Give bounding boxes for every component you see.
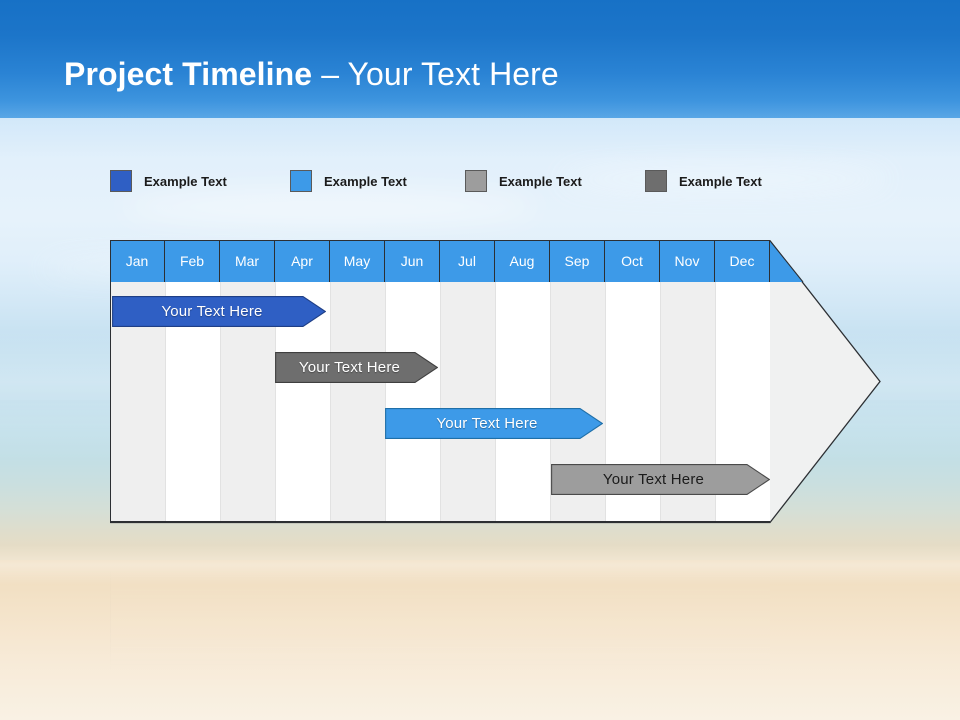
month-column-jan (110, 240, 165, 522)
page-title-strong: Project Timeline (64, 56, 313, 92)
task-bar-1[interactable]: Your Text Here (112, 296, 326, 327)
timeline-grid: Jan Feb Mar Apr May Jun Jul Aug Sep Oct (110, 240, 770, 523)
grid-left-border (110, 240, 111, 522)
legend-swatch-icon (465, 170, 487, 192)
month-header-label: Apr (291, 253, 313, 269)
legend-item[interactable]: Example Text (110, 168, 227, 194)
column-separator (330, 282, 331, 522)
task-bar-label: Your Text Here (298, 359, 401, 376)
title-banner (0, 0, 960, 118)
column-separator (605, 282, 606, 522)
month-header-aug[interactable]: Aug (495, 240, 550, 282)
task-bar-2[interactable]: Your Text Here (275, 352, 438, 383)
legend: Example Text Example Text Example Text E… (110, 168, 830, 196)
month-header-label: Dec (729, 253, 755, 269)
column-separator (550, 282, 551, 522)
month-header-nov[interactable]: Nov (660, 240, 715, 282)
month-header-label: Nov (674, 253, 700, 269)
month-column-mar (220, 240, 275, 522)
legend-item-label: Example Text (499, 173, 582, 189)
month-header-jul[interactable]: Jul (440, 240, 495, 282)
page-title: Project Timeline – Your Text Here (64, 58, 559, 90)
task-bar-label: Your Text Here (602, 471, 705, 488)
month-header-dec[interactable]: Dec (715, 240, 770, 282)
month-header-feb[interactable]: Feb (165, 240, 220, 282)
month-column-aug (495, 240, 550, 522)
month-column-jul (440, 240, 495, 522)
month-header-label: Aug (509, 253, 535, 269)
month-header-label: Jun (400, 253, 424, 269)
background-sand (0, 560, 960, 720)
legend-item[interactable]: Example Text (290, 168, 407, 194)
month-header-label: May (343, 253, 371, 269)
month-header-mar[interactable]: Mar (220, 240, 275, 282)
month-header-label: Jan (125, 253, 149, 269)
column-separator (275, 282, 276, 522)
month-header-jun[interactable]: Jun (385, 240, 440, 282)
column-separator (385, 282, 386, 522)
month-header-label: Jul (458, 253, 476, 269)
month-header-label: Sep (564, 253, 590, 269)
task-bar-label: Your Text Here (436, 415, 538, 432)
legend-swatch-icon (290, 170, 312, 192)
grid-top-border (110, 240, 770, 241)
task-bar-3[interactable]: Your Text Here (385, 408, 603, 439)
month-header-apr[interactable]: Apr (275, 240, 330, 282)
column-separator (715, 282, 716, 522)
legend-item[interactable]: Example Text (465, 168, 582, 194)
month-header-jan[interactable]: Jan (110, 240, 165, 282)
legend-item[interactable]: Example Text (645, 168, 762, 194)
task-bar-4[interactable]: Your Text Here (551, 464, 770, 495)
column-separator (220, 282, 221, 522)
column-separator (440, 282, 441, 522)
grid-bottom-border (110, 521, 770, 523)
column-separator (165, 282, 166, 522)
month-header-label: Mar (234, 253, 260, 269)
month-header-label: Feb (179, 253, 205, 269)
month-column-feb (165, 240, 220, 522)
legend-item-label: Example Text (144, 173, 227, 189)
column-separator (660, 282, 661, 522)
legend-item-label: Example Text (324, 173, 407, 189)
legend-swatch-icon (645, 170, 667, 192)
page-title-light: – Your Text Here (312, 56, 559, 92)
column-separator (495, 282, 496, 522)
legend-swatch-icon (110, 170, 132, 192)
task-bar-label: Your Text Here (161, 303, 263, 320)
month-header-may[interactable]: May (330, 240, 385, 282)
month-header-label: Oct (621, 253, 643, 269)
legend-item-label: Example Text (679, 173, 762, 189)
month-header-oct[interactable]: Oct (605, 240, 660, 282)
month-header-sep[interactable]: Sep (550, 240, 605, 282)
